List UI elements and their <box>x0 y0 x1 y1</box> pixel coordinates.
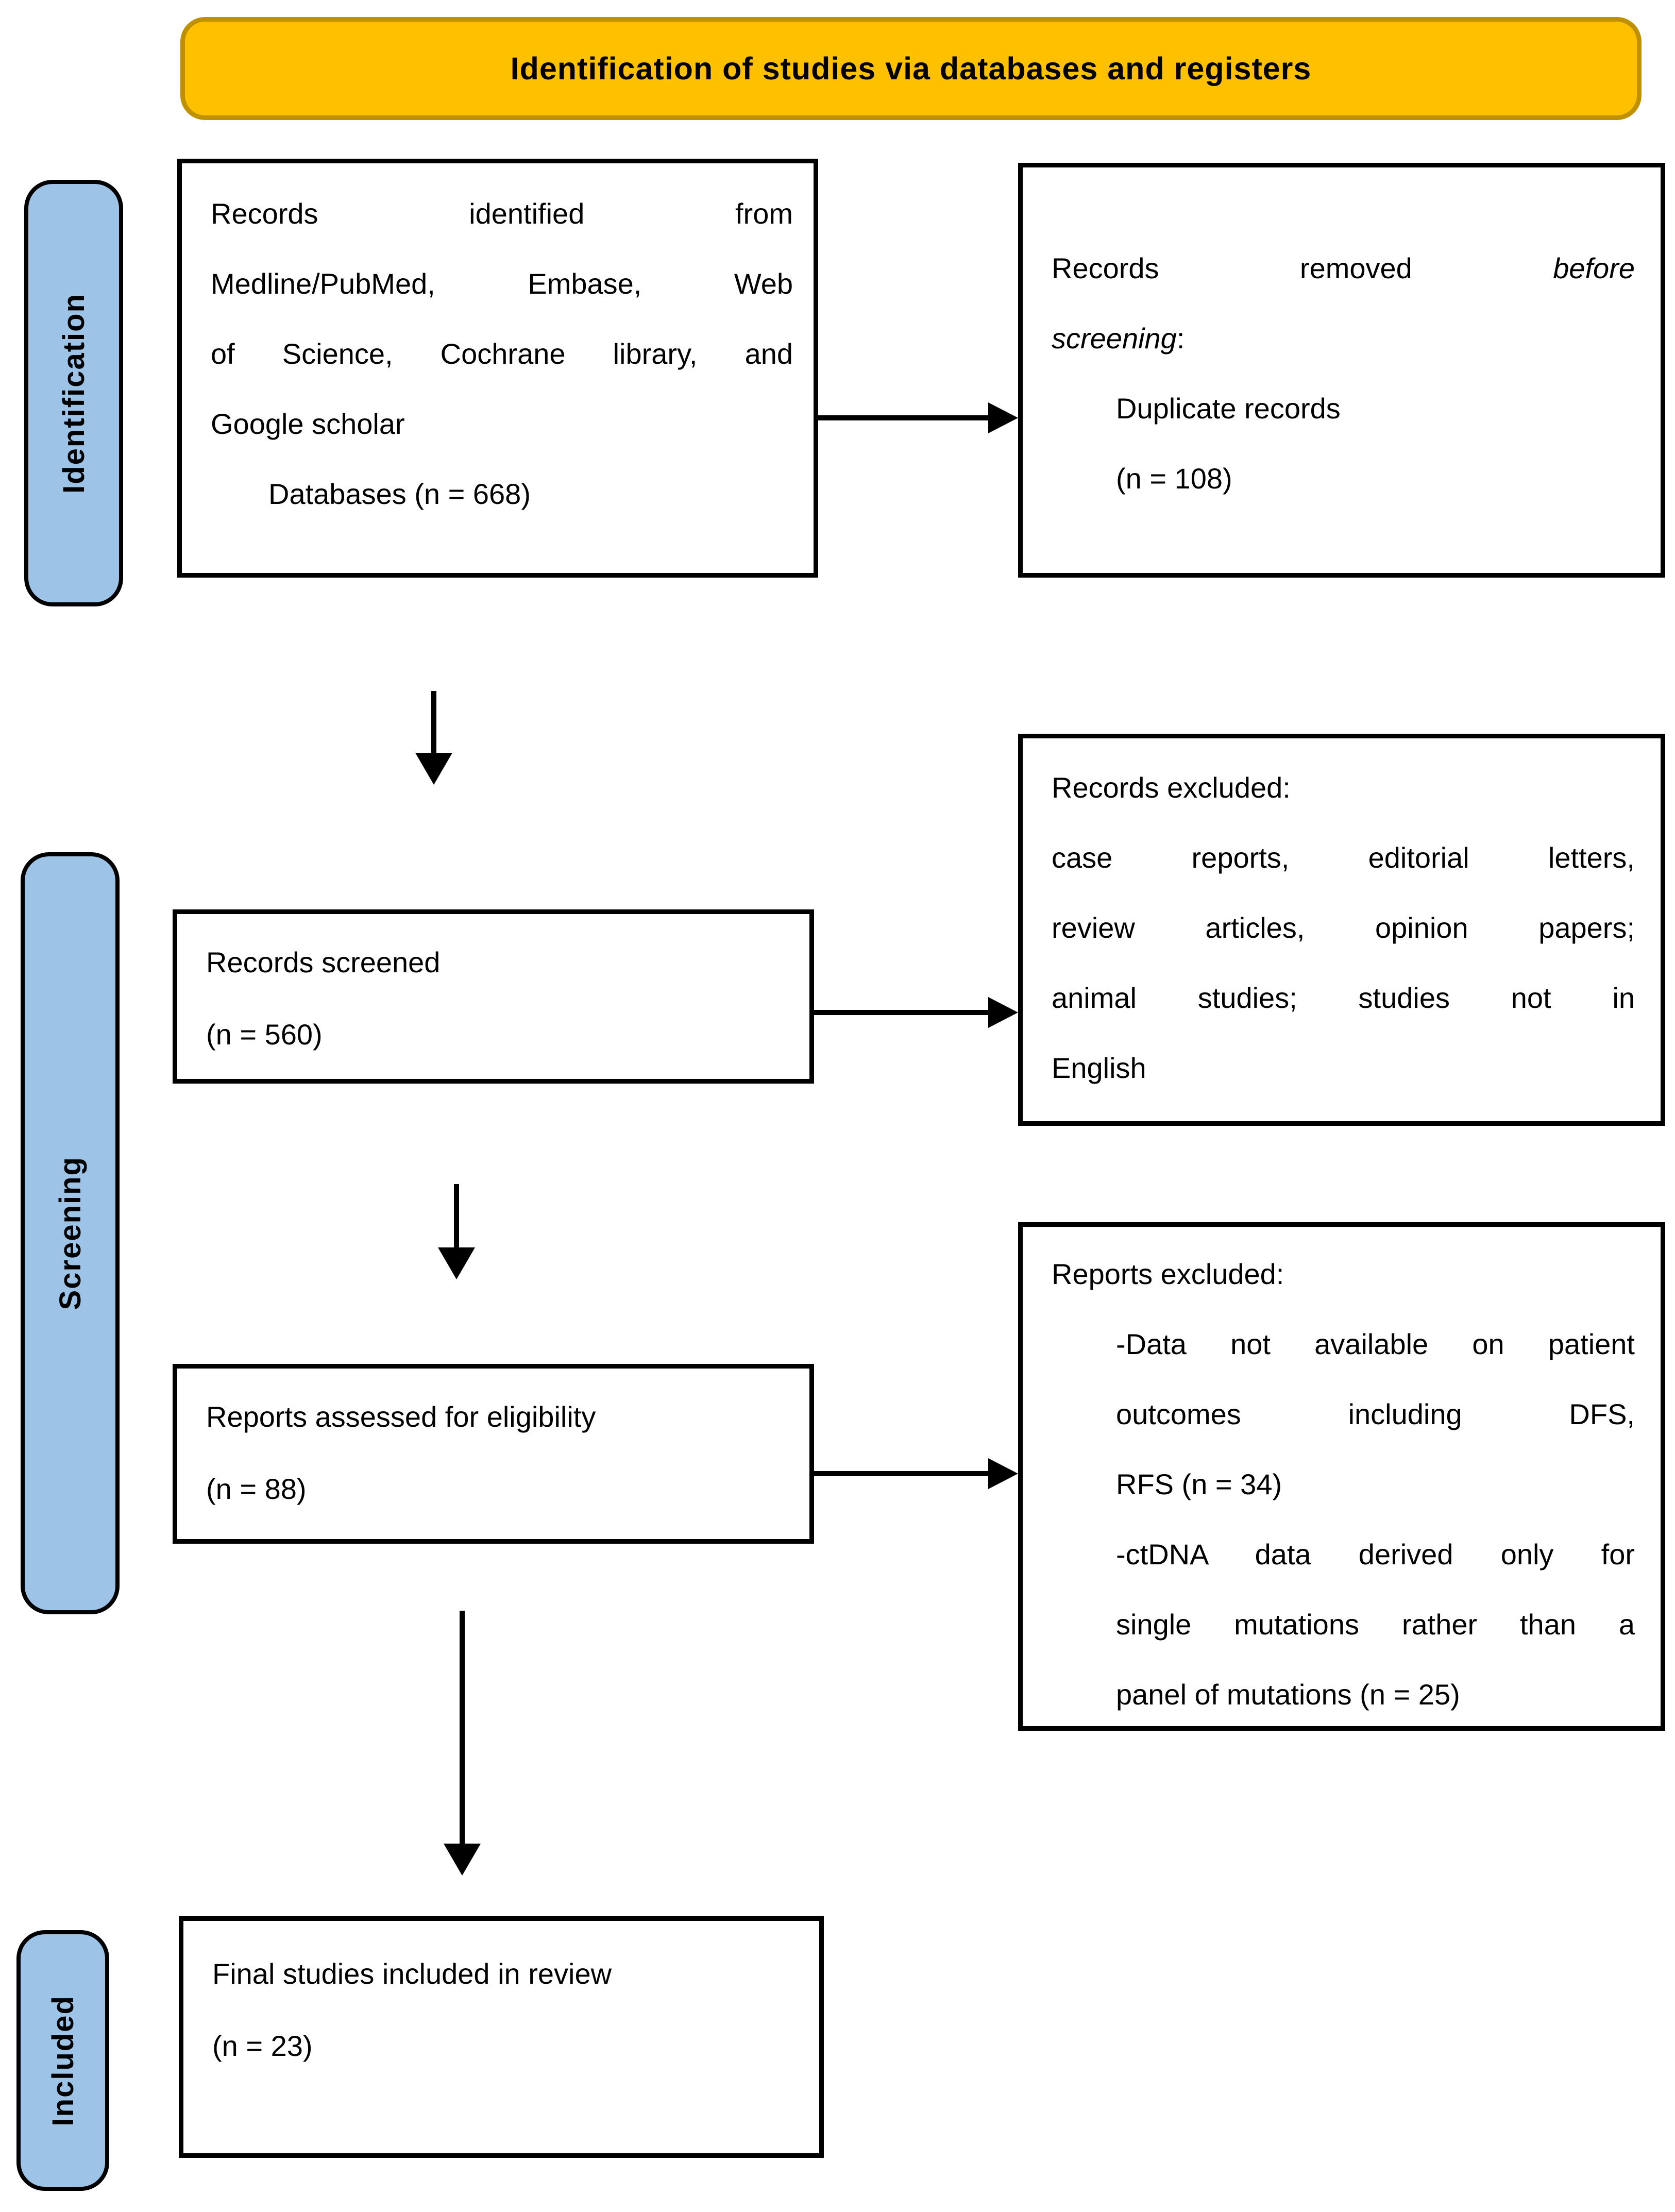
box-line: English <box>1052 1052 1146 1084</box>
box-line: single mutations rather than a <box>1116 1608 1635 1641</box>
box-line: Google scholar <box>211 408 405 440</box>
box-final-studies: Final studies included in review (n = 23… <box>179 1916 824 2158</box>
box-records-excluded: Records excluded: case reports, editoria… <box>1018 734 1665 1126</box>
diagram-title: Identification of studies via databases … <box>510 51 1312 86</box>
box-count-line: panel of mutations (n = 25) <box>1116 1678 1460 1711</box>
arrow-assessed-to-final <box>444 1611 481 1876</box>
arrow-identified-to-screened <box>415 691 452 785</box>
stage-label-screening: Screening <box>21 852 120 1614</box>
stage-label-included: Included <box>16 1930 109 2191</box>
italic-text: before <box>1553 252 1635 284</box>
arrow-stem <box>814 1010 988 1015</box>
box-line: review articles, opinion papers; <box>1052 911 1635 944</box>
box-line: case reports, editorial letters, <box>1052 841 1635 874</box>
arrow-head-down-icon <box>444 1844 481 1876</box>
arrow-stem <box>431 691 436 753</box>
box-count-line: (n = 88) <box>206 1473 307 1505</box>
arrow-identified-to-removed <box>818 402 1018 433</box>
title-banner: Identification of studies via databases … <box>180 17 1642 120</box>
box-heading: Records excluded: <box>1052 771 1291 804</box>
box-reports-excluded: Reports excluded: -Data not available on… <box>1018 1222 1665 1731</box>
arrow-head-right-icon <box>988 402 1018 433</box>
box-heading: Reports excluded: <box>1052 1258 1284 1290</box>
box-line: Records screened <box>206 946 441 978</box>
arrow-head-down-icon <box>415 753 452 785</box>
box-line: animal studies; studies not in <box>1052 982 1635 1014</box>
box-line: RFS (n = 34) <box>1116 1468 1282 1500</box>
box-count-line: (n = 23) <box>212 2030 313 2062</box>
arrow-stem <box>818 415 988 420</box>
stage-label-included-text: Included <box>46 1995 80 2126</box>
arrow-stem <box>454 1184 459 1247</box>
arrow-head-right-icon <box>988 1458 1018 1489</box>
box-line: Final studies included in review <box>212 1957 612 1990</box>
stage-label-identification: Identification <box>24 180 123 606</box>
box-line: Duplicate records <box>1116 392 1341 425</box>
arrow-head-right-icon <box>988 997 1018 1028</box>
box-line: Reports assessed for eligibility <box>206 1400 596 1433</box>
italic-text: screening <box>1052 322 1177 354</box>
arrow-stem <box>460 1611 465 1844</box>
box-count-line: (n = 560) <box>206 1018 323 1051</box>
box-line: Records identified from <box>211 197 793 230</box>
arrow-screened-to-assessed <box>438 1184 475 1279</box>
box-records-screened: Records screened (n = 560) <box>173 909 814 1084</box>
box-line: outcomes including DFS, <box>1116 1398 1635 1430</box>
box-count-line: Databases (n = 668) <box>268 478 531 510</box>
box-line: Records removed before <box>1052 252 1635 284</box>
box-line: screening: <box>1052 322 1185 354</box>
box-count-line: (n = 108) <box>1116 462 1232 495</box>
arrow-screened-to-excluded <box>814 997 1018 1028</box>
stage-label-identification-text: Identification <box>57 293 91 494</box>
arrow-head-down-icon <box>438 1247 475 1279</box>
box-records-removed: Records removed before screening: Duplic… <box>1018 163 1665 578</box>
box-records-identified: Records identified from Medline/PubMed, … <box>177 159 818 578</box>
box-line: -ctDNA data derived only for <box>1116 1538 1635 1571</box>
arrow-assessed-to-excluded <box>814 1458 1018 1489</box>
arrow-stem <box>814 1471 988 1476</box>
box-line: -Data not available on patient <box>1116 1328 1635 1360</box>
box-reports-assessed: Reports assessed for eligibility (n = 88… <box>173 1364 814 1544</box>
box-line: of Science, Cochrane library, and <box>211 337 793 370</box>
box-line: Medline/PubMed, Embase, Web <box>211 267 793 300</box>
stage-label-screening-text: Screening <box>53 1156 87 1310</box>
